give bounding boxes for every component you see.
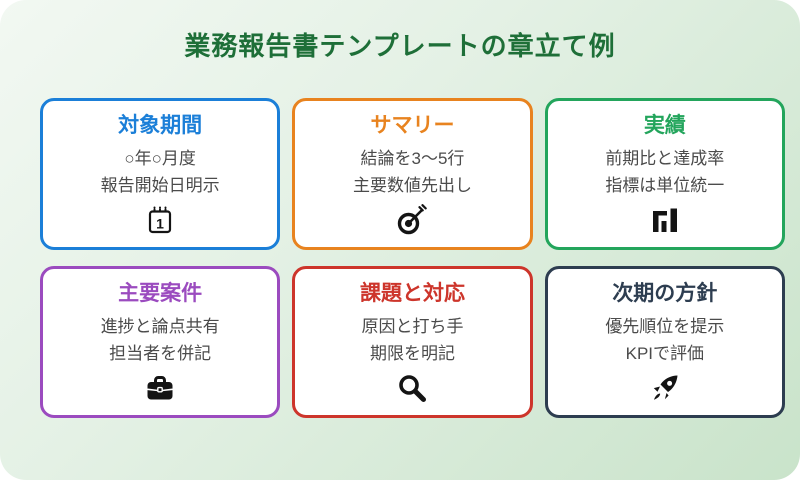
card-title: 対象期間: [118, 114, 203, 137]
card-description: 前期比と達成率 指標は単位統一: [605, 145, 724, 199]
card-line: 期限を明記: [369, 344, 455, 363]
card-title: 実績: [643, 114, 686, 137]
card-line: 前期比と達成率: [605, 149, 725, 168]
card-description: ○年○月度 報告開始日明示: [101, 145, 220, 199]
target-icon: [396, 204, 428, 241]
card-description: 原因と打ち手 期限を明記: [361, 313, 463, 367]
card-description: 進捗と論点共有 担当者を併記: [101, 313, 220, 367]
rocket-icon: [649, 372, 681, 409]
card-next-period-policy: 次期の方針 優先順位を提示 KPIで評価: [544, 266, 785, 418]
card-description: 結論を3〜5行 主要数値先出し: [353, 145, 472, 199]
card-line: 担当者を併記: [109, 344, 212, 363]
card-summary: サマリー 結論を3〜5行 主要数値先出し: [292, 98, 533, 250]
card-line: 原因と打ち手: [361, 317, 464, 336]
calendar-day-label: 1: [156, 216, 164, 232]
briefcase-icon: [144, 372, 176, 409]
calendar-icon: 1: [144, 204, 176, 241]
card-line: 進捗と論点共有: [100, 317, 220, 336]
card-title: サマリー: [370, 114, 455, 137]
card-title: 主要案件: [118, 282, 203, 305]
card-results: 実績 前期比と達成率 指標は単位統一: [544, 98, 785, 250]
card-line: ○年○月度: [124, 149, 196, 168]
card-title: 次期の方針: [612, 282, 718, 305]
card-target-period: 対象期間 ○年○月度 報告開始日明示 1: [40, 98, 281, 250]
card-key-projects: 主要案件 進捗と論点共有 担当者を併記: [40, 266, 281, 418]
card-issues-actions: 課題と対応 原因と打ち手 期限を明記: [292, 266, 533, 418]
card-grid: 対象期間 ○年○月度 報告開始日明示 1 サマリー 結論を3〜5行 主要数値先出…: [40, 98, 785, 418]
bar-chart-icon: [649, 204, 681, 241]
card-line: 優先順位を提示: [605, 317, 725, 336]
magnifier-icon: [396, 372, 428, 409]
card-line: 報告開始日明示: [100, 176, 220, 195]
card-line: 結論を3〜5行: [360, 149, 465, 168]
card-description: 優先順位を提示 KPIで評価: [605, 313, 724, 367]
card-title: 課題と対応: [359, 282, 465, 305]
card-line: 指標は単位統一: [605, 176, 725, 195]
page-title: 業務報告書テンプレートの章立て例: [184, 31, 616, 61]
card-line: 主要数値先出し: [352, 176, 472, 195]
card-line: KPIで評価: [625, 344, 705, 363]
